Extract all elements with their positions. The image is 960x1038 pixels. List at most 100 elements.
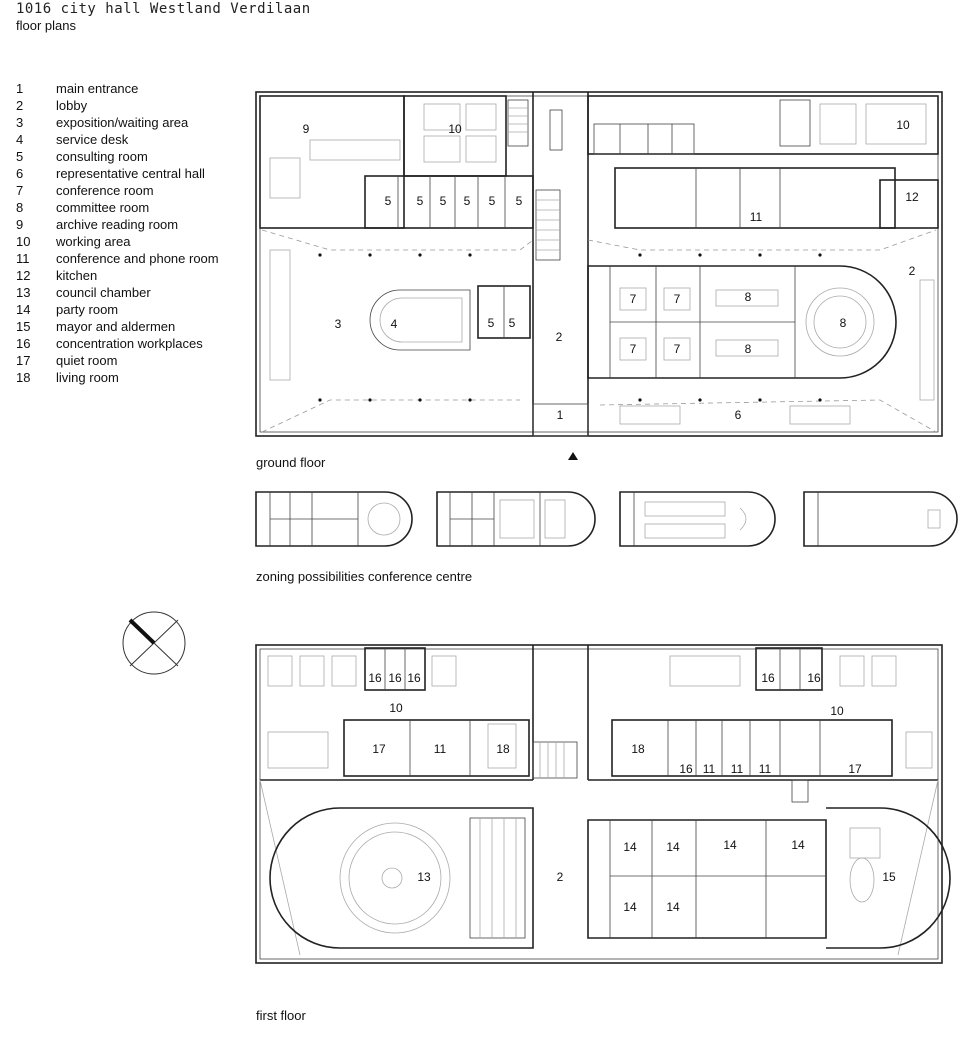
gf-label: 12 <box>905 190 919 204</box>
consulting-rooms <box>364 175 534 229</box>
ff-label: 16 <box>407 671 421 685</box>
gf-label: 7 <box>630 292 637 306</box>
ff-label: 14 <box>723 838 737 852</box>
gf-label: 7 <box>630 342 637 356</box>
concentration-workplaces-right <box>755 647 823 691</box>
first-floor-caption: first floor <box>256 1008 306 1023</box>
document-title: 1016 city hall Westland Verdilaan <box>16 1 311 17</box>
ff-label: 18 <box>496 742 510 756</box>
zoning-option-3 <box>619 491 776 547</box>
ground-floor-caption: ground floor <box>256 455 326 470</box>
kitchen <box>879 179 939 229</box>
mayor-and-aldermen <box>826 807 951 949</box>
conference-phone-rooms <box>614 167 896 229</box>
zoning-diagrams <box>255 491 958 547</box>
gf-label: 10 <box>448 122 462 136</box>
gf-label: 5 <box>516 194 523 208</box>
conference-centre <box>587 265 897 379</box>
gf-label: 2 <box>556 330 563 344</box>
service-desk <box>369 289 471 351</box>
gf-label: 1 <box>557 408 564 422</box>
ff-label: 16 <box>807 671 821 685</box>
gf-label: 3 <box>335 317 342 331</box>
ff-label: 11 <box>731 762 744 776</box>
gf-label: 8 <box>745 342 752 356</box>
gf-label: 4 <box>391 317 398 331</box>
ff-label: 17 <box>372 742 386 756</box>
archive-reading-room <box>259 95 405 229</box>
gf-label: 5 <box>509 316 516 330</box>
gf-label: 6 <box>735 408 742 422</box>
quiet-conference-living-left <box>343 719 530 777</box>
party-rooms <box>587 819 827 939</box>
north-arrow-icon <box>122 611 186 675</box>
gf-label: 5 <box>489 194 496 208</box>
gf-label: 10 <box>896 118 910 132</box>
ff-label: 16 <box>388 671 402 685</box>
gf-label: 8 <box>745 290 752 304</box>
gf-label: 5 <box>464 194 471 208</box>
first-floor-plan: 16 16 16 16 16 10 10 17 11 18 18 16 11 1… <box>255 644 951 964</box>
ff-label: 18 <box>631 742 645 756</box>
document-subtitle: floor plans <box>16 18 76 33</box>
gf-label: 7 <box>674 342 681 356</box>
gf-label: 2 <box>909 264 916 278</box>
ff-label: 11 <box>703 762 716 776</box>
ff-label: 14 <box>791 838 805 852</box>
working-area-right <box>587 95 939 155</box>
zoning-option-4 <box>803 491 958 547</box>
gf-label: 5 <box>440 194 447 208</box>
ff-label: 16 <box>679 762 693 776</box>
zoning-option-2 <box>436 491 596 547</box>
ff-label: 14 <box>666 900 680 914</box>
zoning-option-1 <box>255 491 413 547</box>
ff-label: 10 <box>830 704 844 718</box>
council-chamber <box>269 807 534 949</box>
ground-floor-plan: 9 10 10 12 11 5 5 5 5 5 5 3 4 5 5 2 7 7 … <box>255 91 943 460</box>
zoning-caption: zoning possibilities conference centre <box>256 569 473 584</box>
quiet-conference-living-right <box>611 719 893 777</box>
concentration-workplaces-left <box>364 647 426 691</box>
ff-label: 14 <box>666 840 680 854</box>
ff-label: 11 <box>759 762 772 776</box>
gf-label: 7 <box>674 292 681 306</box>
entrance-arrow-icon <box>568 452 578 460</box>
ff-label: 15 <box>882 870 896 884</box>
ff-label: 10 <box>389 701 403 715</box>
ff-label: 17 <box>848 762 862 776</box>
gf-label: 11 <box>750 210 763 224</box>
ground-floor-outline <box>255 91 943 437</box>
ff-label: 16 <box>761 671 775 685</box>
ff-label: 13 <box>417 870 431 884</box>
ff-label: 14 <box>623 900 637 914</box>
gf-label: 5 <box>385 194 392 208</box>
ff-label: 14 <box>623 840 637 854</box>
gf-label: 5 <box>417 194 424 208</box>
gf-label: 9 <box>303 122 310 136</box>
gf-label: 5 <box>488 316 495 330</box>
ff-label: 16 <box>368 671 382 685</box>
first-floor-outline <box>255 644 943 964</box>
gf-label: 8 <box>840 316 847 330</box>
ff-label: 2 <box>557 870 564 884</box>
